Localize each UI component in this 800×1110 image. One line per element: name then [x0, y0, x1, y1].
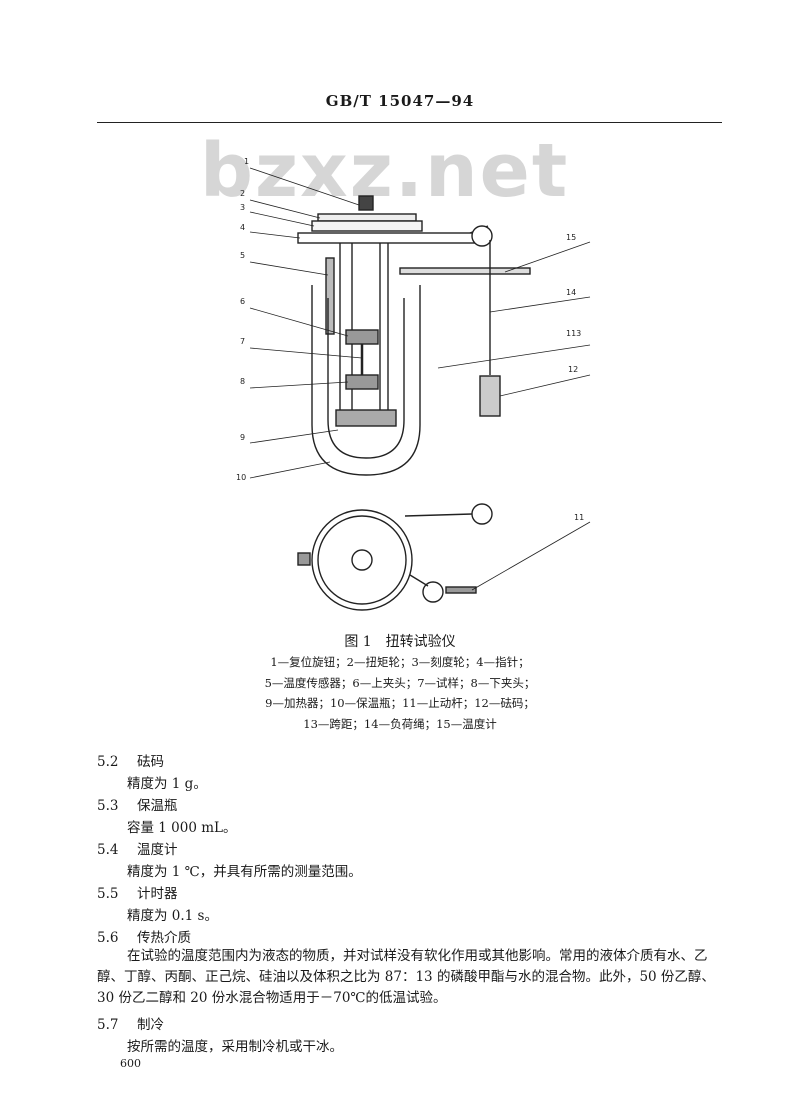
- page-number: 600: [120, 1057, 141, 1070]
- legend-line: 9—加热器；10—保温瓶；11—止动杆；12—砝码；: [265, 696, 535, 710]
- scale-wheel-shape: [311, 220, 423, 232]
- section-body: 按所需的温度，采用制冷机或干冰。: [127, 1039, 343, 1055]
- section-body: 精度为 1 ℃，并具有所需的测量范围。: [127, 864, 362, 880]
- plan-view-outer-circle: [311, 509, 413, 611]
- header-rule: [97, 122, 722, 123]
- section-heading: 5.4 温度计: [97, 838, 178, 858]
- section-number: 5.7: [97, 1017, 119, 1033]
- document-header: GB/T 15047—94: [325, 92, 475, 110]
- section-heading: 5.2 砝码: [97, 750, 164, 770]
- watermark: bzxz.net: [200, 128, 570, 214]
- section-heading: 5.6 传热介质: [97, 926, 191, 946]
- section-title: 计时器: [137, 886, 178, 902]
- section-title: 制冷: [137, 1017, 164, 1033]
- callout-4: 4: [240, 223, 245, 232]
- callout-5: 5: [240, 251, 245, 260]
- callout-12: 12: [568, 365, 578, 374]
- callout-10: 10: [236, 473, 246, 482]
- section-heading: 5.3 保温瓶: [97, 794, 178, 814]
- dewar-flask-shape: [311, 285, 421, 476]
- callout-2: 2: [240, 189, 245, 198]
- weight-shape: [479, 375, 501, 417]
- legend-line: 13—跨距；14—负荷绳；15—温度计: [303, 716, 497, 731]
- section-title: 砝码: [137, 754, 164, 770]
- section-body: 精度为 1 g。: [127, 776, 207, 792]
- legend-line: 5—温度传感器；6—上夹头；7—试样；8—下夹头；: [264, 675, 536, 690]
- callout-7: 7: [240, 337, 245, 346]
- figure-caption: 图 1 扭转试验仪: [344, 634, 456, 650]
- callout-13: 113: [566, 329, 581, 338]
- section-number: 5.5: [97, 886, 119, 902]
- callout-9: 9: [240, 433, 245, 442]
- reset-knob-shape: [358, 195, 374, 211]
- section-title: 传热介质: [137, 930, 191, 946]
- callout-1: 1: [244, 157, 249, 166]
- section-number: 5.3: [97, 798, 119, 814]
- pointer-arm-shape: [297, 232, 489, 244]
- section-paragraph: 在试验的温度范围内为液态的物质，并对试样没有软化作用或其他影响。常用的液体介质有…: [97, 948, 715, 1006]
- thermometer-shape: [399, 267, 531, 275]
- callout-3: 3: [240, 203, 245, 212]
- torque-wheel-shape: [317, 213, 417, 222]
- torsion-apparatus-figure: 1 2 3 4 5 6 7 8 9 10 11 12 113 14 15: [236, 157, 591, 611]
- callout-11: 11: [574, 513, 584, 522]
- section-body: 精度为 0.1 s。: [127, 908, 218, 924]
- section-number: 5.4: [97, 842, 119, 858]
- section-number: 5.6: [97, 930, 119, 946]
- section-heading: 5.5 计时器: [97, 882, 178, 902]
- callout-6: 6: [240, 297, 245, 306]
- figure-legend: 1—复位旋钮；2—扭矩轮；3—刻度轮；4—指针； 5—温度传感器；6—上夹头；7…: [0, 652, 800, 734]
- section-number: 5.2: [97, 754, 119, 770]
- section-heading: 5.7 制冷: [97, 1013, 164, 1033]
- callout-15: 15: [566, 233, 576, 242]
- section-title: 温度计: [137, 842, 178, 858]
- callout-14: 14: [566, 288, 576, 297]
- section-body: 容量 1 000 mL。: [127, 820, 237, 836]
- legend-line: 1—复位旋钮；2—扭矩轮；3—刻度轮；4—指针；: [270, 655, 530, 669]
- callout-8: 8: [240, 377, 245, 386]
- section-title: 保温瓶: [137, 798, 178, 814]
